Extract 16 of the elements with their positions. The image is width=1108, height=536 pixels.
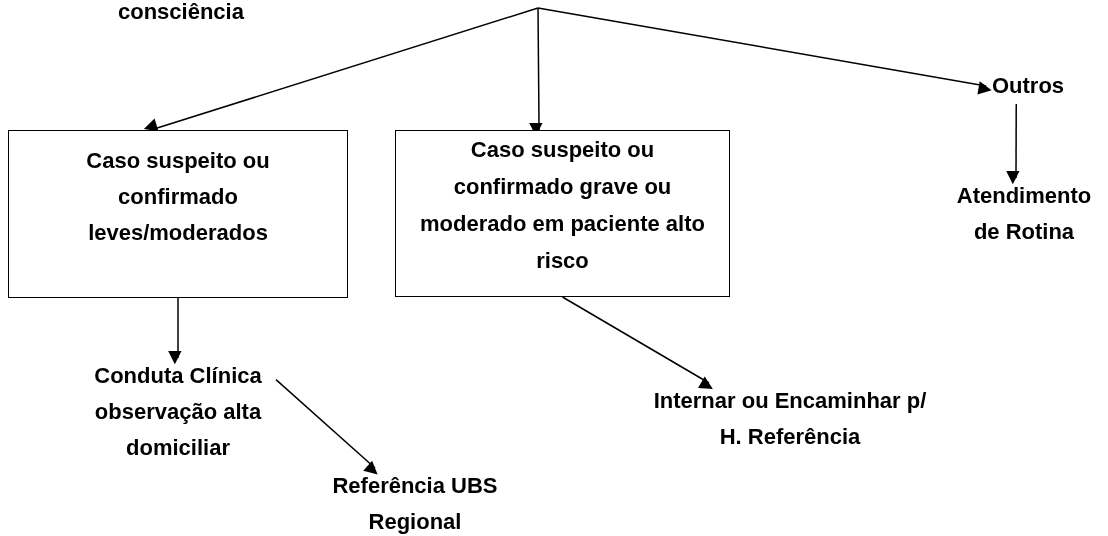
text-label: consciência <box>118 0 244 26</box>
node-text: Conduta Clínica observação alta domiciliar <box>80 358 276 466</box>
node-text: Referência UBS Regional <box>315 468 515 536</box>
arrow <box>143 7 539 132</box>
node-text: Outros <box>986 68 1070 104</box>
process-box <box>395 130 730 297</box>
box-text: Caso suspeito ou confirmado grave ou moderado em paciente alto risco <box>419 136 706 275</box>
arrow <box>168 297 182 365</box>
arrow <box>1006 103 1020 185</box>
node-text: Internar ou Encaminhar p/ H. Referência <box>640 383 940 455</box>
arrow <box>561 296 713 389</box>
arrow <box>275 378 378 475</box>
box-text: Caso suspeito ou confirmado leves/moderados <box>85 147 271 247</box>
node-text: Atendimento de Rotina <box>944 178 1104 250</box>
arrow <box>537 7 992 95</box>
process-box <box>8 130 348 298</box>
